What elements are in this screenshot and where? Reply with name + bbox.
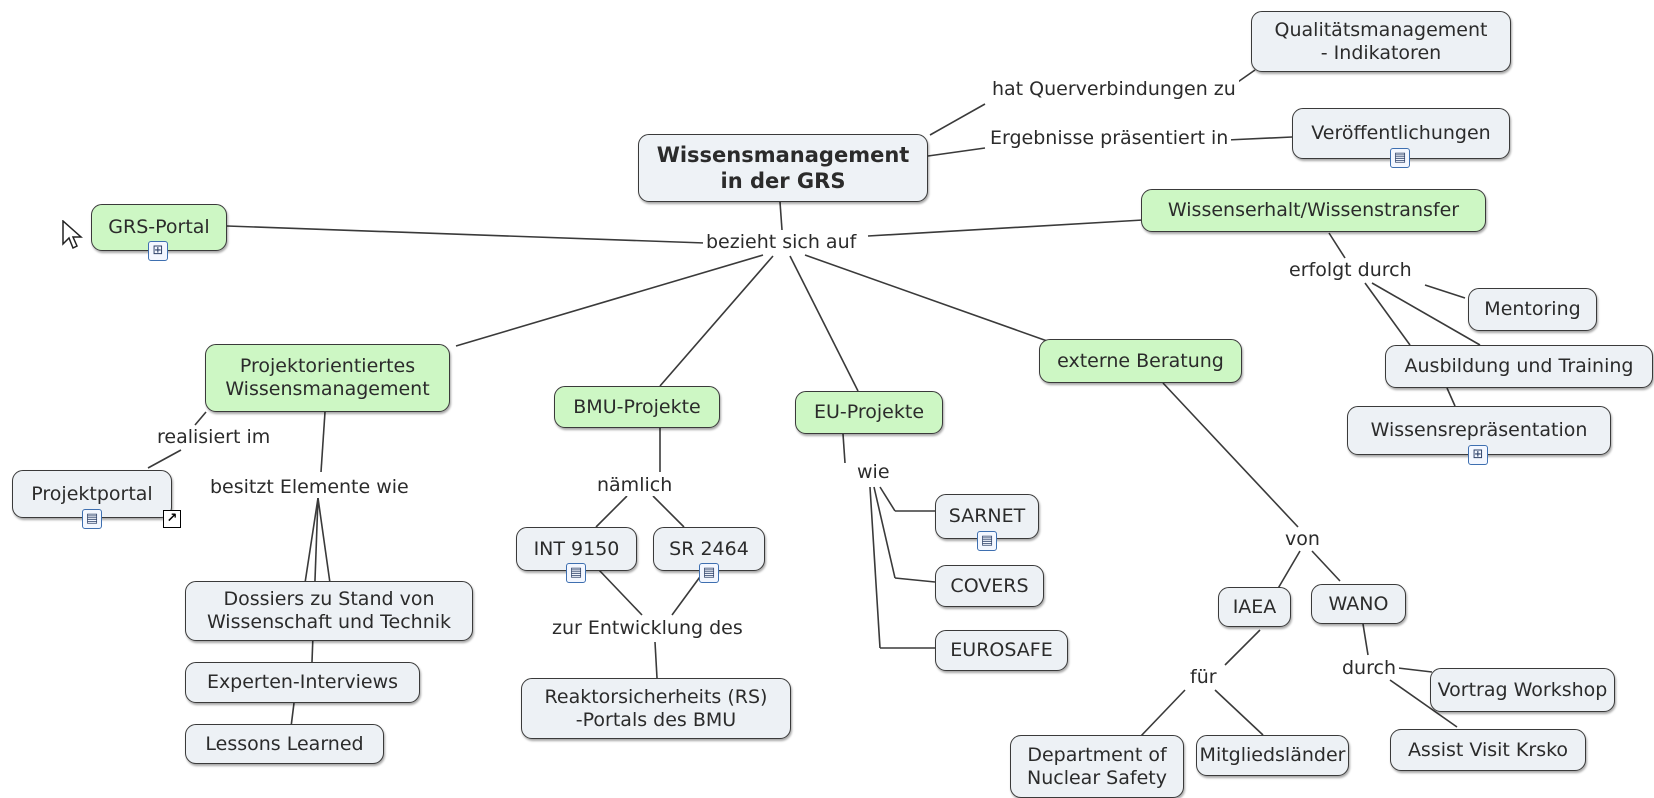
link-besitzt-elemente[interactable]: besitzt Elemente wie <box>207 476 412 498</box>
link-naemlich[interactable]: nämlich <box>594 474 676 496</box>
concept-grs-portal[interactable]: GRS-Portal <box>91 204 227 251</box>
link-zur-entwicklung[interactable]: zur Entwicklung des <box>549 617 746 639</box>
concept-ausbildung-training[interactable]: Ausbildung und Training <box>1385 345 1653 388</box>
link-von[interactable]: von <box>1282 528 1323 550</box>
concept-qualitaetsmanagement[interactable]: Qualitätsmanagement - Indikatoren <box>1251 11 1511 72</box>
root-concept-wissensmanagement[interactable]: Wissensmanagement in der GRS <box>638 134 928 202</box>
concept-lessons-learned[interactable]: Lessons Learned <box>185 724 384 764</box>
document-icon[interactable]: ▤ <box>1390 148 1410 168</box>
concept-wissenserhalt[interactable]: Wissenserhalt/Wissenstransfer <box>1141 189 1486 232</box>
shortcut-arrow-icon[interactable]: ↗ <box>163 510 181 528</box>
concept-mentoring[interactable]: Mentoring <box>1468 288 1597 331</box>
concept-experten-interviews[interactable]: Experten-Interviews <box>185 662 420 703</box>
concept-bmu-projekte[interactable]: BMU-Projekte <box>554 386 720 428</box>
document-icon[interactable]: ▤ <box>977 531 997 551</box>
mouse-cursor-icon <box>62 220 83 250</box>
link-bezieht-sich-auf[interactable]: bezieht sich auf <box>703 231 860 253</box>
concept-externe-beratung[interactable]: externe Beratung <box>1039 339 1242 383</box>
concept-mitgliedslaender[interactable]: Mitgliedsländer <box>1196 735 1349 776</box>
concept-map-icon[interactable]: ⊞ <box>1468 445 1488 465</box>
concept-assist-visit-krsko[interactable]: Assist Visit Krsko <box>1390 729 1586 771</box>
concept-eurosafe[interactable]: EUROSAFE <box>935 630 1068 671</box>
concept-dossiers[interactable]: Dossiers zu Stand von Wissenschaft und T… <box>185 581 473 641</box>
link-realisiert-im[interactable]: realisiert im <box>154 426 274 448</box>
link-querverbindungen[interactable]: hat Querverbindungen zu <box>989 78 1239 100</box>
concept-covers[interactable]: COVERS <box>935 565 1044 607</box>
concept-eu-projekte[interactable]: EU-Projekte <box>795 391 943 434</box>
document-icon[interactable]: ▤ <box>566 563 586 583</box>
document-icon[interactable]: ▤ <box>82 509 102 529</box>
concept-iaea[interactable]: IAEA <box>1218 587 1291 627</box>
link-ergebnisse[interactable]: Ergebnisse präsentiert in <box>987 127 1232 149</box>
concept-map-icon[interactable]: ⊞ <box>148 241 168 261</box>
concept-wano[interactable]: WANO <box>1311 584 1406 624</box>
link-fuer[interactable]: für <box>1187 666 1220 688</box>
document-icon[interactable]: ▤ <box>699 563 719 583</box>
concept-projektorientiertes-wm[interactable]: Projektorientiertes Wissensmanagement <box>205 344 450 412</box>
concept-rs-portal[interactable]: Reaktorsicherheits (RS) -Portals des BMU <box>521 678 791 739</box>
link-durch[interactable]: durch <box>1339 657 1399 679</box>
concept-vortrag-workshop[interactable]: Vortrag Workshop <box>1430 668 1615 712</box>
concept-dept-nuclear-safety[interactable]: Department of Nuclear Safety <box>1010 735 1184 798</box>
link-erfolgt-durch[interactable]: erfolgt durch <box>1286 259 1415 281</box>
link-wie[interactable]: wie <box>854 461 893 483</box>
